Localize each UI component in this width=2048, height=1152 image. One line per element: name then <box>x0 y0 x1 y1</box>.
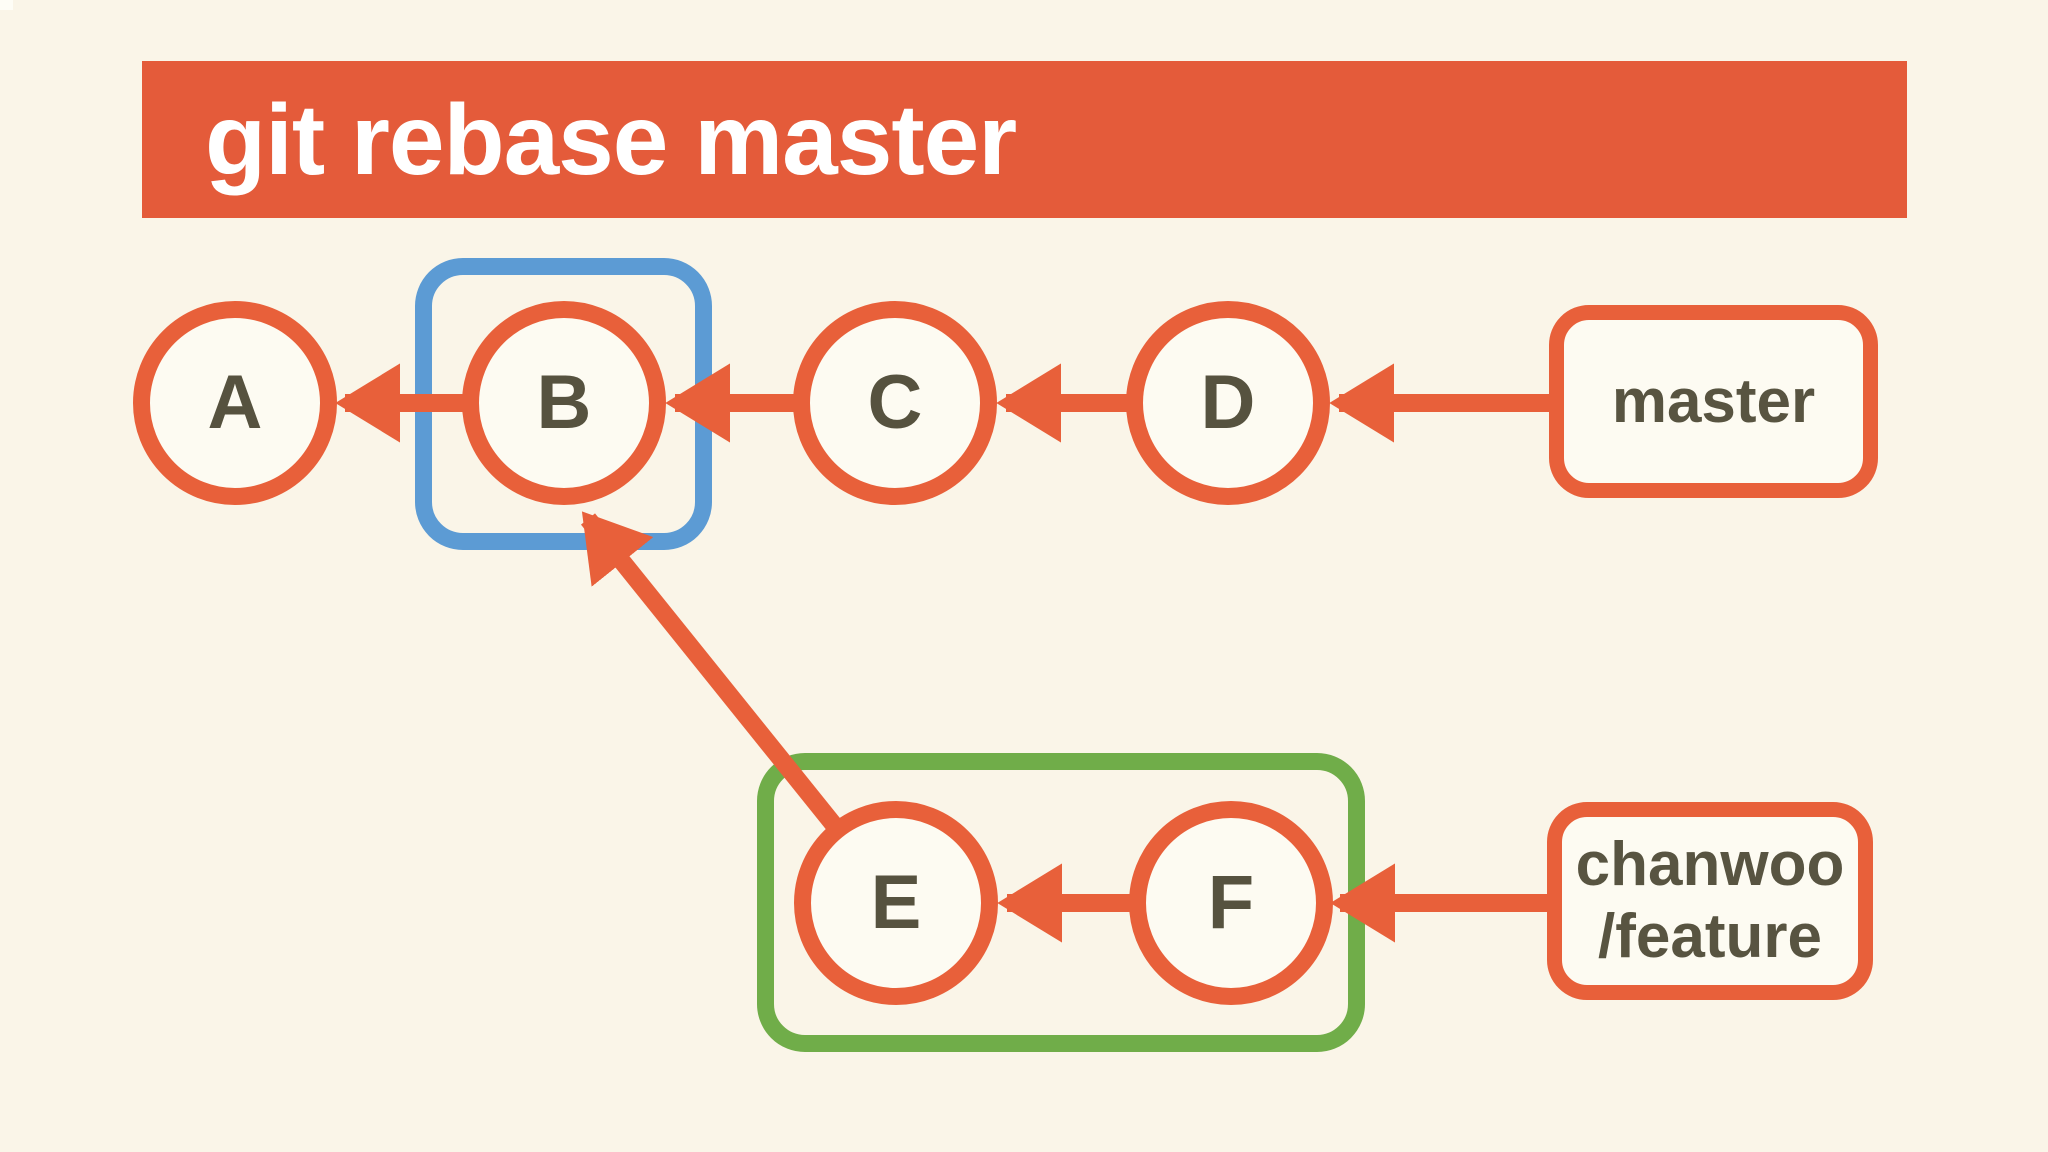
commit-node-D: D <box>1126 301 1330 505</box>
commit-node-A: A <box>133 301 337 505</box>
branch-name-master: master <box>1611 366 1816 436</box>
commit-label-D: D <box>1200 360 1256 445</box>
commit-label-B: B <box>536 360 592 445</box>
branch-label-master: master <box>1549 305 1878 498</box>
edge-E-to-B-rebase <box>580 511 846 836</box>
branch-label-feature: chanwoo /feature <box>1547 802 1873 1000</box>
commit-node-F: F <box>1129 801 1333 1005</box>
commit-node-C: C <box>793 301 997 505</box>
title-bar: git rebase master <box>142 61 1907 218</box>
commit-label-F: F <box>1207 860 1255 945</box>
commit-label-A: A <box>207 360 263 445</box>
commit-label-C: C <box>867 360 923 445</box>
commit-node-E: E <box>794 801 998 1005</box>
commit-label-E: E <box>870 860 922 945</box>
branch-name-feature-line2: /feature <box>1598 902 1822 971</box>
title-text: git rebase master <box>205 83 1017 196</box>
corner-artifact <box>0 0 13 10</box>
branch-name-feature-line1: chanwoo <box>1575 830 1845 900</box>
commit-node-B: B <box>462 301 666 505</box>
